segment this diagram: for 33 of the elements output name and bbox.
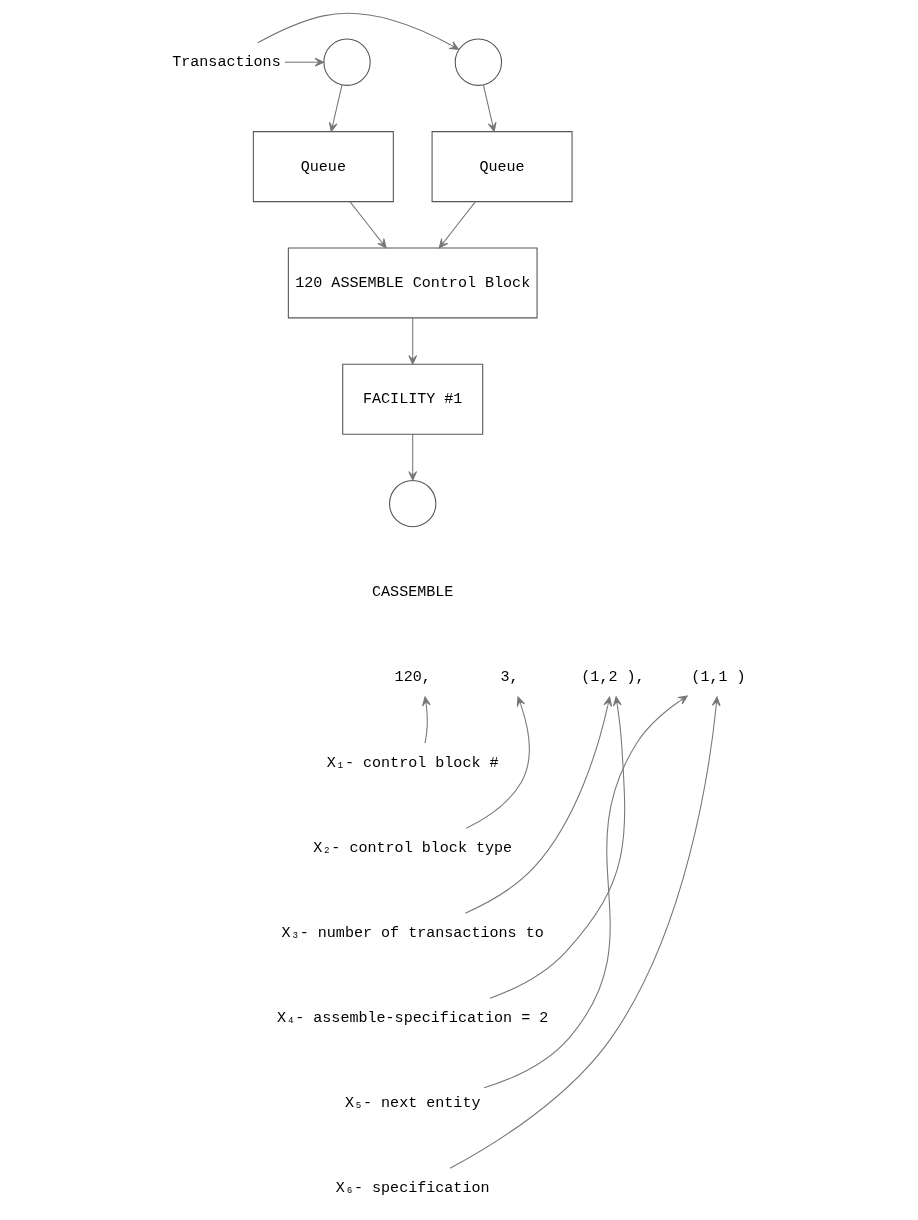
node-box: FACILITY #1 [342, 363, 484, 435]
node-text: 120, [394, 668, 431, 687]
node-text: X₁- control block # [326, 753, 499, 772]
node-text: X₄- assemble-specification = 2 [277, 1008, 549, 1027]
node-text: X₅- next entity [344, 1093, 481, 1112]
arrow [408, 433, 418, 481]
node-circle [323, 38, 371, 86]
arrow [408, 317, 418, 365]
node-circle [389, 479, 437, 528]
node-text: Transactions [172, 53, 281, 72]
arrow [422, 696, 431, 744]
arrow [257, 12, 460, 50]
arrow [464, 696, 613, 914]
arrow [482, 84, 497, 132]
node-text: X₃- number of transactions to [281, 923, 544, 942]
label: CASSEMBLE [372, 583, 454, 602]
arrow [449, 696, 721, 1169]
node-text: 3, [500, 668, 519, 687]
node-circle [454, 38, 503, 86]
node-box: Queue [252, 131, 394, 203]
arrow [349, 201, 387, 249]
node-text: X₆- specification [335, 1178, 490, 1197]
arrow [483, 695, 688, 1089]
node-box: 120 ASSEMBLE Control Block [287, 247, 538, 319]
arrow [328, 84, 343, 132]
node-text: (1,2 ), [581, 668, 645, 687]
arrow [284, 57, 325, 67]
arrow [489, 696, 626, 999]
arrow [438, 201, 477, 249]
node-box: Queue [431, 131, 573, 203]
arrow [465, 696, 530, 829]
node-text: X₂- control block type [313, 838, 513, 857]
node-text: (1,1 ) [691, 668, 746, 687]
